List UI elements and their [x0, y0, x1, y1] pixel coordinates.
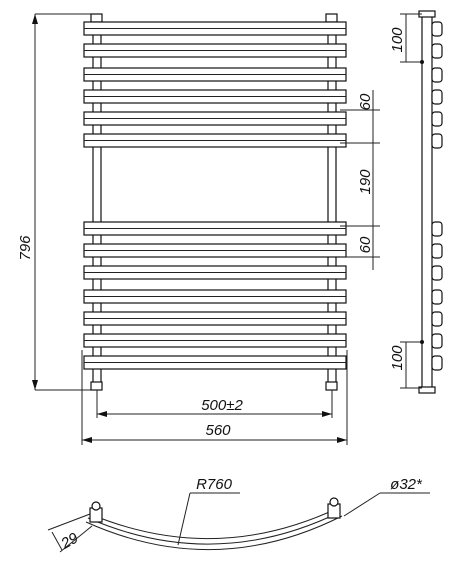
- front-bars-group: [83, 21, 347, 370]
- right-top-cap: [325, 13, 338, 23]
- tube-diameter-label: ø32*: [390, 476, 423, 493]
- width-inner-label: 500±2: [201, 397, 243, 414]
- depth-ext-1: [47, 513, 91, 531]
- left-top-cap: [90, 13, 103, 23]
- side-tube-end-8: [431, 243, 443, 259]
- side-tube-end-6: [431, 133, 443, 149]
- diameter-leader: [343, 492, 381, 517]
- radius-leader: [177, 492, 191, 546]
- side-tube-end-2: [431, 43, 443, 59]
- side-tube-end-9: [431, 265, 443, 281]
- side-tube-end-3: [431, 67, 443, 83]
- side-tube-end-11: [431, 311, 443, 327]
- height-total-label: 796: [17, 235, 34, 261]
- left-fitting-top: [91, 501, 101, 511]
- side-tube-end-1: [431, 21, 443, 37]
- side-view: 100 100: [389, 10, 443, 394]
- curved-tube-mid: [87, 511, 341, 545]
- gap-middle-label: 190: [357, 169, 374, 195]
- side-tube-end-4: [431, 89, 443, 105]
- side-tube-end-7: [431, 221, 443, 237]
- right-bottom-cap: [325, 381, 338, 391]
- width-total-label: 560: [205, 422, 231, 439]
- side-tube-end-13: [431, 355, 443, 371]
- side-tube-end-12: [431, 333, 443, 349]
- side-bottom-spacing-label: 100: [389, 345, 406, 371]
- height-arrow-top: [32, 14, 38, 24]
- side-top-dot: [420, 60, 424, 64]
- left-bottom-cap: [90, 381, 103, 391]
- side-top-spacing-label: 100: [389, 27, 406, 53]
- right-fitting-top: [329, 497, 339, 507]
- side-bottom-cap: [418, 386, 436, 394]
- height-arrow-bottom: [32, 380, 38, 390]
- front-view: 796 60 190 60 500±2 560: [17, 13, 380, 445]
- width-total-arrow-left: [82, 437, 92, 443]
- width-inner-arrow-right: [322, 411, 332, 417]
- gap-bottom-group-label: 60: [357, 236, 374, 253]
- width-inner-arrow-left: [97, 411, 107, 417]
- side-collector: [421, 13, 433, 391]
- curved-tube-outer: [85, 515, 343, 551]
- side-tube-end-10: [431, 289, 443, 305]
- top-view: R760 ø32* 29: [47, 476, 430, 553]
- side-bottom-dot: [420, 340, 424, 344]
- depth-dim-line: [51, 531, 63, 551]
- side-tube-end-5: [431, 111, 443, 127]
- width-total-arrow-right: [337, 437, 347, 443]
- depth-label: 29: [57, 529, 81, 553]
- radius-label: R760: [196, 476, 233, 493]
- depth-ext-2: [59, 525, 93, 553]
- curved-tube-inner: [89, 507, 339, 540]
- gap-top-group-label: 60: [357, 93, 374, 110]
- side-bars-group: [431, 21, 443, 371]
